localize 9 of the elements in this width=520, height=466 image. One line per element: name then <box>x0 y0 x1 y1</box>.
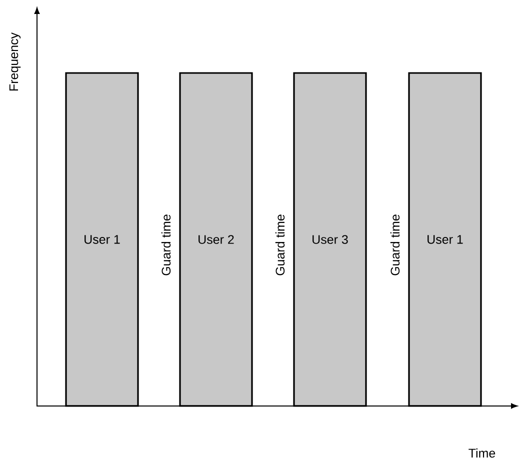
guard-time-label: Guard time <box>161 214 171 276</box>
axis-label: Frequency <box>9 32 21 90</box>
axis-label: Time <box>468 448 496 458</box>
time-slot-bar: User 2 <box>179 72 253 407</box>
time-slot-bar: User 3 <box>293 72 367 407</box>
time-slot-bar: User 1 <box>408 72 482 407</box>
guard-time-label: Guard time <box>390 214 400 276</box>
time-slot-bar: User 1 <box>65 72 139 407</box>
guard-time-label: Guard time <box>275 214 285 276</box>
